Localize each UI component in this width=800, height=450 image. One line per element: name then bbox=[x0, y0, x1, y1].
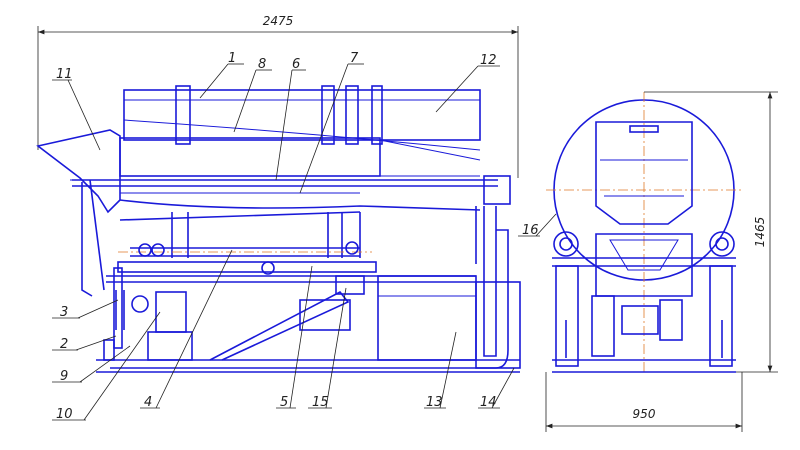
svg-text:4: 4 bbox=[144, 395, 152, 410]
drum-top bbox=[123, 89, 481, 141]
svg-text:9: 9 bbox=[60, 369, 68, 384]
dim-2475-label: 2475 bbox=[263, 14, 294, 28]
callout-12: 12 bbox=[435, 53, 500, 113]
front-view bbox=[546, 92, 744, 373]
svg-text:16: 16 bbox=[522, 223, 539, 238]
svg-text:3: 3 bbox=[60, 305, 68, 320]
callout-9: 9 bbox=[52, 345, 131, 384]
tank-13 bbox=[377, 275, 477, 361]
callout-7: 7 bbox=[299, 51, 364, 194]
callout-2: 2 bbox=[52, 335, 117, 352]
svg-text:1: 1 bbox=[228, 51, 236, 66]
svg-text:11: 11 bbox=[56, 67, 73, 82]
svg-text:14: 14 bbox=[480, 395, 497, 410]
svg-text:5: 5 bbox=[280, 395, 288, 410]
callout-14: 14 bbox=[478, 367, 515, 410]
callout-5: 5 bbox=[276, 265, 313, 410]
callout-1: 1 bbox=[199, 51, 244, 99]
callout-15: 15 bbox=[308, 287, 347, 410]
callout-8: 8 bbox=[233, 57, 272, 133]
svg-text:2: 2 bbox=[60, 337, 68, 352]
svg-text:15: 15 bbox=[312, 395, 329, 410]
callout-10: 10 bbox=[52, 311, 161, 422]
dim-1465-label: 1465 bbox=[753, 217, 767, 248]
side-view bbox=[36, 85, 521, 373]
dimension-height: 1465 bbox=[644, 91, 778, 373]
callouts: 1 8 6 7 12 11 16 3 2 9 10 4 5 15 13 bbox=[52, 51, 557, 422]
dim-950-label: 950 bbox=[633, 407, 656, 421]
svg-text:13: 13 bbox=[426, 395, 443, 410]
hopper bbox=[36, 129, 121, 214]
svg-text:10: 10 bbox=[56, 407, 73, 422]
svg-text:7: 7 bbox=[350, 51, 359, 66]
callout-4: 4 bbox=[140, 249, 233, 410]
callout-13: 13 bbox=[424, 331, 457, 410]
callout-11: 11 bbox=[52, 67, 101, 151]
callout-6: 6 bbox=[275, 57, 306, 181]
callout-3: 3 bbox=[52, 299, 119, 320]
svg-text:8: 8 bbox=[258, 57, 266, 72]
svg-text:12: 12 bbox=[480, 53, 497, 68]
dimension-width: 950 bbox=[545, 372, 743, 432]
svg-text:6: 6 bbox=[292, 57, 300, 72]
dimension-overall-length: 2475 bbox=[37, 14, 519, 178]
callout-16: 16 bbox=[518, 213, 557, 238]
